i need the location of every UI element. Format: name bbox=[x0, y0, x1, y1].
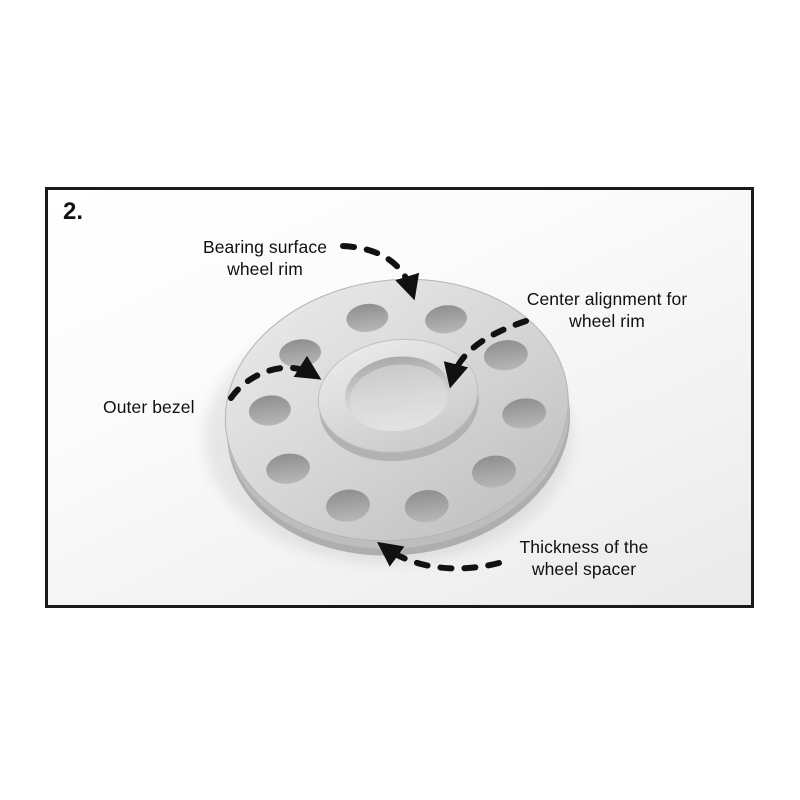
label-center-alignment: Center alignment for wheel rim bbox=[526, 289, 688, 332]
label-thickness: Thickness of the wheel spacer bbox=[519, 537, 649, 580]
step-number: 2. bbox=[63, 198, 84, 225]
label-bearing-surface: Bearing surface wheel rim bbox=[202, 237, 328, 280]
label-outer-bezel: Outer bezel bbox=[103, 397, 195, 417]
